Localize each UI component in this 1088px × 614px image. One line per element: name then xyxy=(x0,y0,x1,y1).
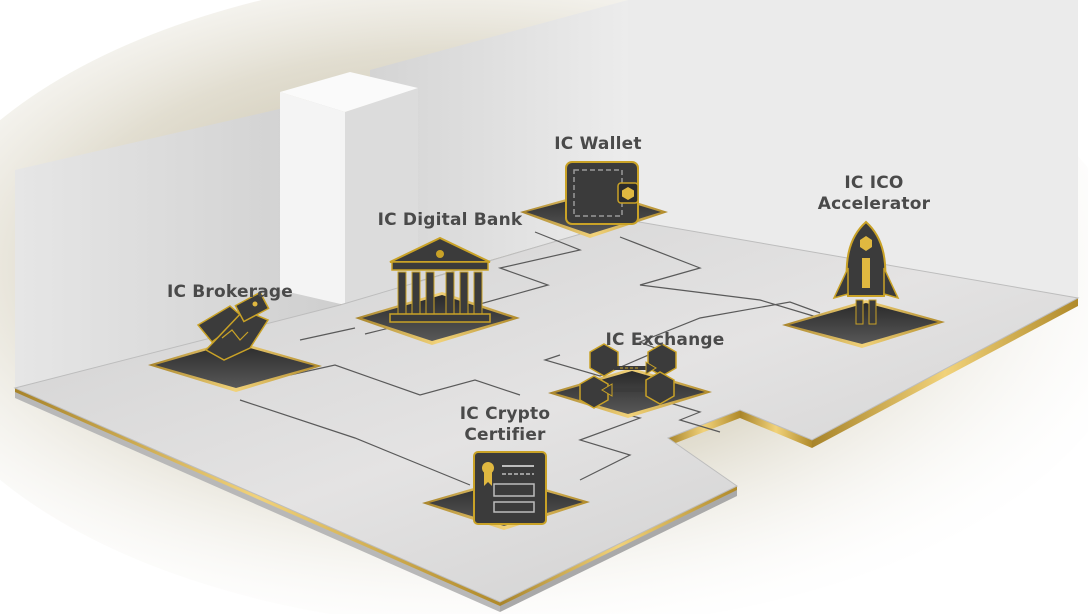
bank-icon xyxy=(389,236,491,323)
pillar-side xyxy=(345,88,418,305)
room-walls xyxy=(15,0,1078,388)
circuit-paths xyxy=(239,231,821,486)
pillar-front xyxy=(280,92,345,305)
hole-brokerage xyxy=(148,340,322,392)
label-brokerage: IC Brokerage xyxy=(166,282,294,302)
back-wall-right xyxy=(628,0,1078,298)
wallet-icon xyxy=(565,161,639,225)
label-exchange: IC Exchange xyxy=(605,330,725,350)
label-ico-accelerator: IC ICO Accelerator xyxy=(817,173,931,214)
label-wallet: IC Wallet xyxy=(554,134,642,154)
exchange-icon xyxy=(579,343,677,409)
label-crypto-certifier: IC Crypto Certifier xyxy=(459,404,551,445)
rocket-icon xyxy=(832,220,900,325)
certificate-icon xyxy=(473,451,547,525)
left-wall xyxy=(15,95,340,388)
floor-edge xyxy=(15,298,1078,612)
pillar-top xyxy=(280,72,418,112)
handshake-icon xyxy=(196,291,270,361)
label-digital-bank: IC Digital Bank xyxy=(377,210,523,230)
